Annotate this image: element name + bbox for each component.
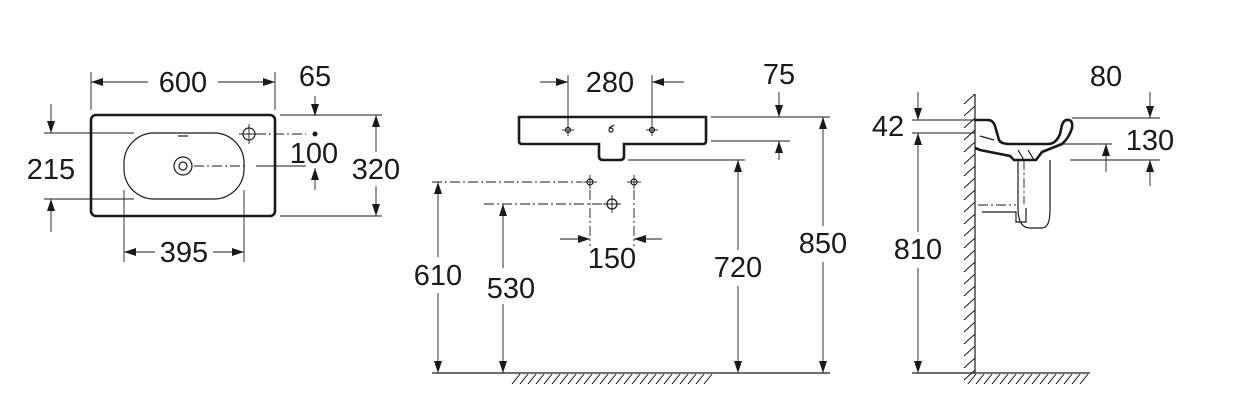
dim-width: 600	[159, 67, 207, 99]
dim-waste-spacing: 150	[588, 243, 636, 275]
dim-side-rim-height: 42	[872, 111, 904, 143]
dim-underside-height: 720	[714, 252, 762, 284]
dim-waste-offset: 100	[290, 138, 338, 170]
basin-outline-top	[89, 113, 277, 218]
dim-depth: 320	[352, 154, 400, 186]
floor-hatch-front	[511, 373, 713, 385]
basin-outline-front	[517, 115, 708, 162]
dim-basin-depth: 130	[1126, 125, 1174, 157]
front-view: 280 75 720 850	[414, 59, 847, 385]
dim-supply-height: 610	[414, 260, 462, 292]
side-view: 42 810 80 130	[872, 61, 1174, 385]
dim-tap-offset: 65	[299, 61, 331, 93]
trap-outline	[1017, 160, 1051, 229]
wall-hatch	[963, 93, 976, 381]
waste-hole-inner	[178, 161, 188, 171]
dim-projection: 80	[1090, 61, 1122, 93]
dim-side-underside-height: 810	[894, 234, 942, 266]
dim-bowl-depth: 215	[27, 154, 75, 186]
waste-hole	[173, 156, 193, 176]
dim-rim-height: 75	[763, 59, 795, 91]
dim-tap-spacing: 280	[586, 67, 634, 99]
top-view: 600 65 100 320 215 395	[27, 61, 400, 269]
dim-waste-height: 530	[487, 273, 535, 305]
dim-rim-floor-height: 850	[799, 228, 847, 260]
dim-bowl-width: 395	[160, 237, 208, 269]
basin-profile-side	[974, 118, 1074, 162]
floor-hatch-side	[967, 373, 1089, 385]
